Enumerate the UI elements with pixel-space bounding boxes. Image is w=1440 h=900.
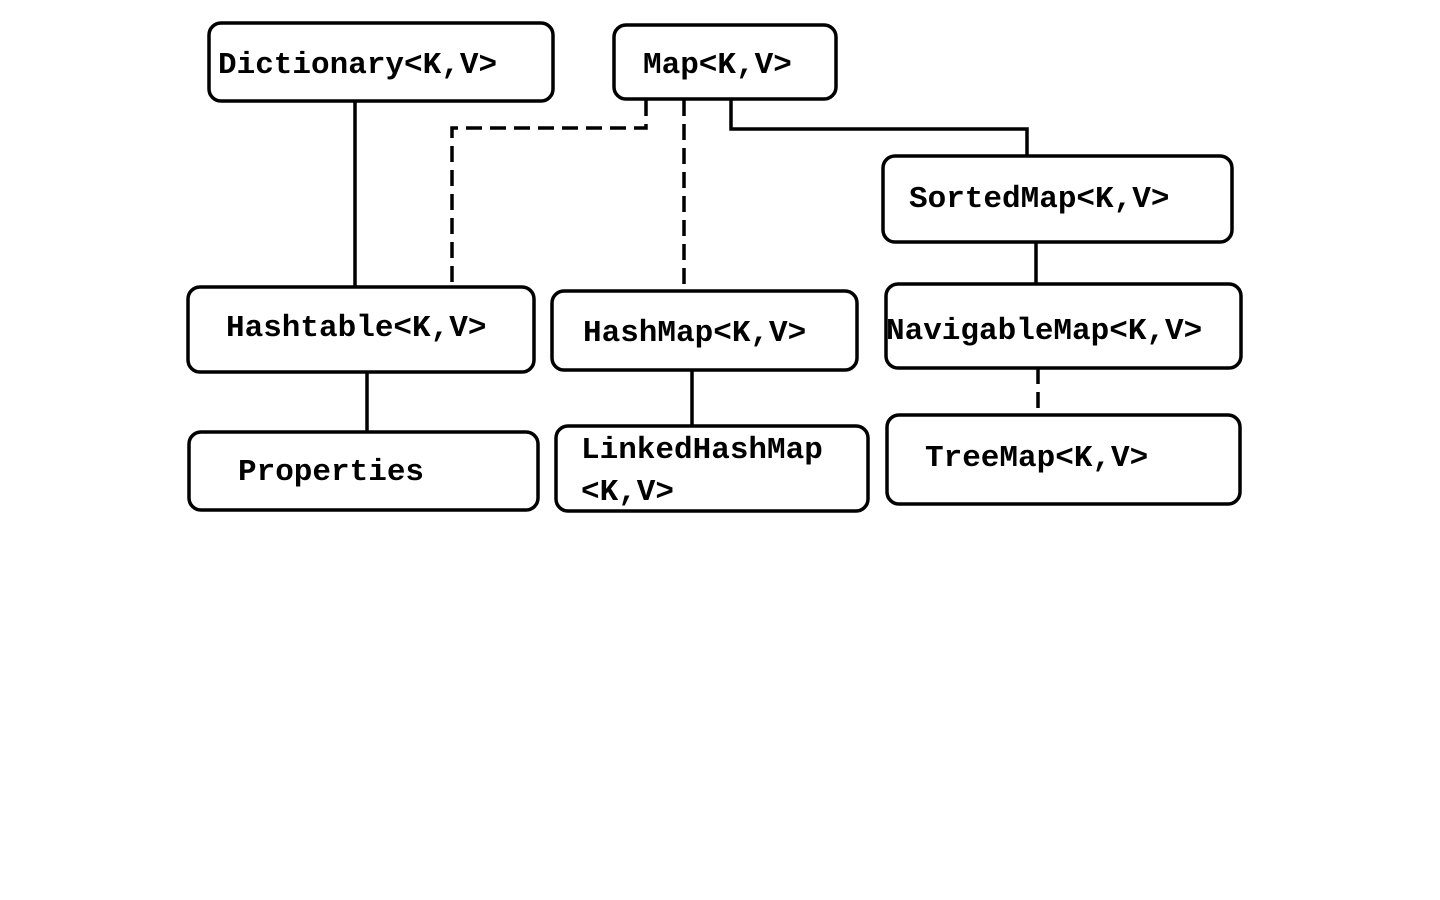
node-sortedmap: SortedMap<K,V> (881, 154, 1234, 244)
node-label: Dictionary<K,V> (218, 48, 497, 83)
node-properties: Properties (187, 430, 540, 512)
node-label: SortedMap<K,V> (909, 182, 1169, 217)
node-box (885, 413, 1242, 506)
node-label: Map<K,V> (643, 48, 792, 83)
node-treemap: TreeMap<K,V> (885, 413, 1242, 506)
node-label: HashMap<K,V> (583, 316, 806, 351)
node-map: Map<K,V> (612, 23, 838, 101)
node-label: NavigableMap<K,V> (886, 314, 1202, 349)
node-navigablemap: NavigableMap<K,V> (884, 282, 1243, 370)
node-box (554, 424, 870, 513)
node-label: TreeMap<K,V> (925, 441, 1148, 476)
node-hashtable: Hashtable<K,V> (186, 285, 536, 374)
node-box (207, 21, 555, 103)
edges (353, 100, 1040, 438)
node-box (187, 430, 540, 512)
node-box (186, 285, 536, 374)
node-box (550, 289, 859, 372)
node-linkedhashmap: LinkedHashMap <K,V> (554, 424, 870, 513)
node-label-line1: LinkedHashMap (581, 433, 823, 468)
node-dictionary: Dictionary<K,V> (207, 21, 555, 103)
node-box (881, 154, 1234, 244)
node-label-line2: <K,V> (581, 475, 674, 510)
node-hashmap: HashMap<K,V> (550, 289, 859, 372)
node-box (612, 23, 838, 101)
edge-map-hashtable (450, 100, 648, 288)
node-label: Hashtable<K,V> (226, 311, 486, 346)
edge-map-sortedmap (729, 100, 1029, 156)
node-label: Properties (238, 455, 424, 490)
node-box (884, 282, 1243, 370)
